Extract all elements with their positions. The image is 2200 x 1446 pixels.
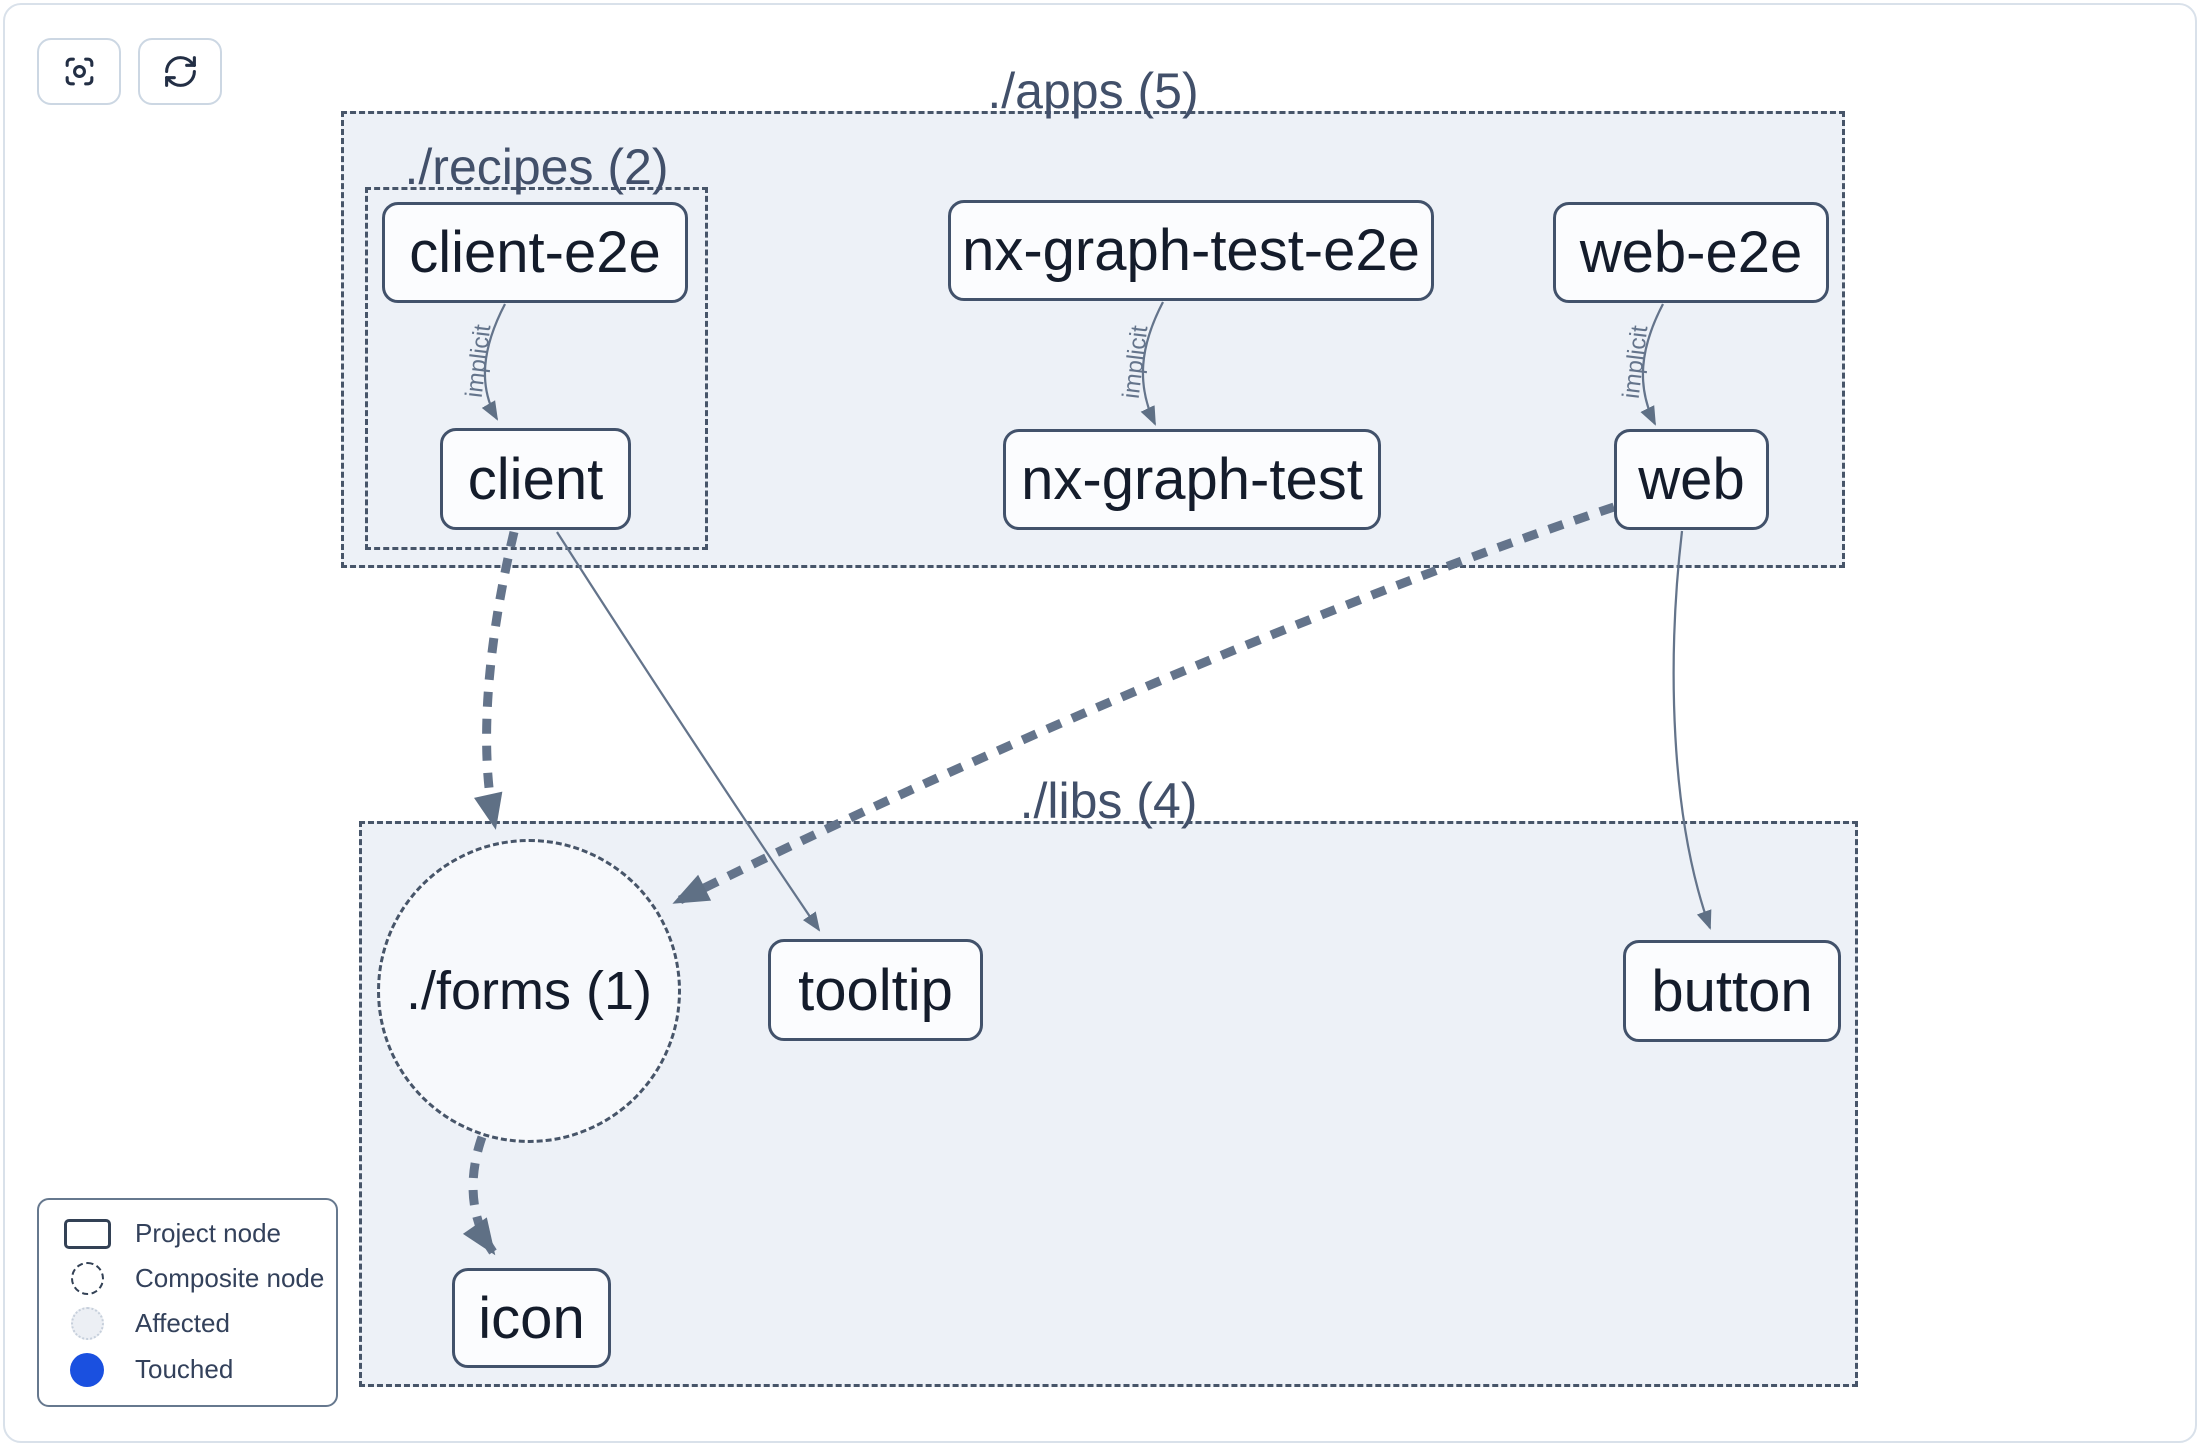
project-node-web[interactable]: web [1614,429,1769,530]
project-node-web-e2e[interactable]: web-e2e [1553,202,1829,303]
legend-row-touched: Touched [39,1352,336,1387]
affected-swatch [39,1307,135,1341]
project-node-client[interactable]: client [440,428,631,530]
node-label: client [467,446,604,512]
touched-swatch [39,1352,135,1387]
node-label: button [1651,958,1813,1024]
refresh-icon [162,53,199,90]
legend-label: Touched [135,1354,234,1385]
node-label: nx-graph-test [1021,447,1363,512]
group-recipes-label[interactable]: ./recipes (2) [404,139,669,195]
project-node-button[interactable]: button [1623,940,1841,1042]
group-apps-label[interactable]: ./apps (5) [987,63,1199,119]
node-label: client-e2e [409,220,661,285]
composite-node-forms-label: ./forms (1) [405,961,652,1021]
node-label: tooltip [798,957,953,1023]
group-libs-label[interactable]: ./libs (4) [1019,773,1198,829]
project-node-nx-graph-test-e2e[interactable]: nx-graph-test-e2e [948,200,1434,301]
project-node-icon[interactable]: icon [452,1268,611,1368]
node-label: web [1638,447,1745,512]
legend-row-project-node: Project node [39,1218,336,1249]
composite-node-swatch [39,1261,135,1295]
group-recipes: ./recipes (2) [365,139,708,550]
refresh-button[interactable] [138,38,222,105]
legend-label: Affected [135,1308,230,1339]
node-label: web-e2e [1579,220,1803,285]
node-label: nx-graph-test-e2e [962,218,1420,283]
project-node-swatch [39,1218,135,1249]
focus-icon [61,53,98,90]
legend-row-affected: Affected [39,1307,336,1341]
legend-row-composite-node: Composite node [39,1261,336,1295]
legend-label: Project node [135,1218,281,1249]
focus-button[interactable] [37,38,121,105]
legend: Project node Composite node Affected Tou… [37,1198,338,1407]
project-node-client-e2e[interactable]: client-e2e [382,202,688,303]
legend-label: Composite node [135,1262,325,1293]
composite-node-forms[interactable]: ./forms (1) [377,839,681,1143]
project-node-tooltip[interactable]: tooltip [768,939,983,1041]
node-label: icon [478,1285,585,1351]
project-node-nx-graph-test[interactable]: nx-graph-test [1003,429,1381,530]
